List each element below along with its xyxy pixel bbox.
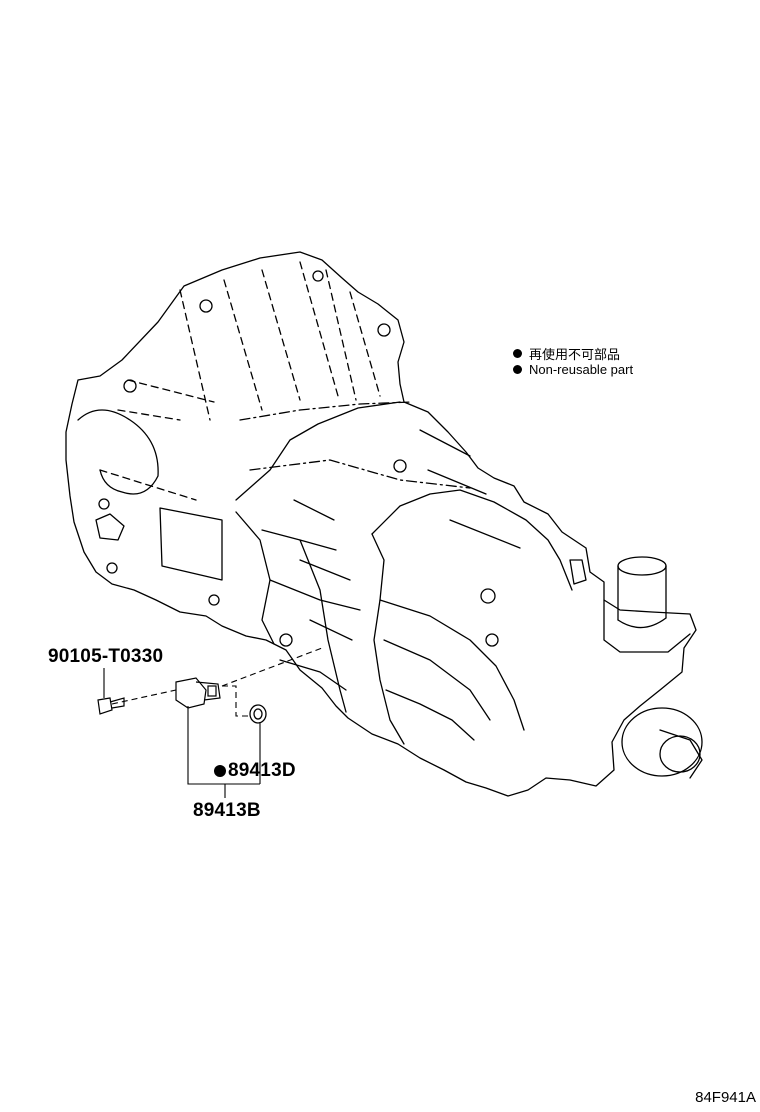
legend-label: 再使用不可部品 — [529, 347, 621, 362]
bell-housing — [65, 251, 697, 797]
callout-oring-label: 89413D — [228, 760, 296, 781]
bullet-icon — [513, 349, 522, 358]
non-reusable-bullet-icon — [214, 765, 226, 777]
bullet-icon — [513, 365, 522, 374]
speed-sensor-part — [175, 677, 221, 709]
legend-label: Non-reusable part — [529, 362, 634, 377]
legend-item-japanese: 再使用不可部品 — [513, 344, 620, 363]
callout-bolt[interactable]: 90105-T0330 — [48, 646, 164, 667]
illustration-code: 84F941A — [695, 1089, 756, 1106]
oring-part — [249, 704, 267, 724]
bolt-part — [97, 697, 125, 715]
sensor-bracket — [187, 706, 260, 785]
callout-sensor[interactable]: 89413B — [193, 800, 261, 821]
legend-item-english: Non-reusable part — [513, 362, 633, 377]
callout-oring[interactable]: 89413D — [214, 760, 296, 782]
